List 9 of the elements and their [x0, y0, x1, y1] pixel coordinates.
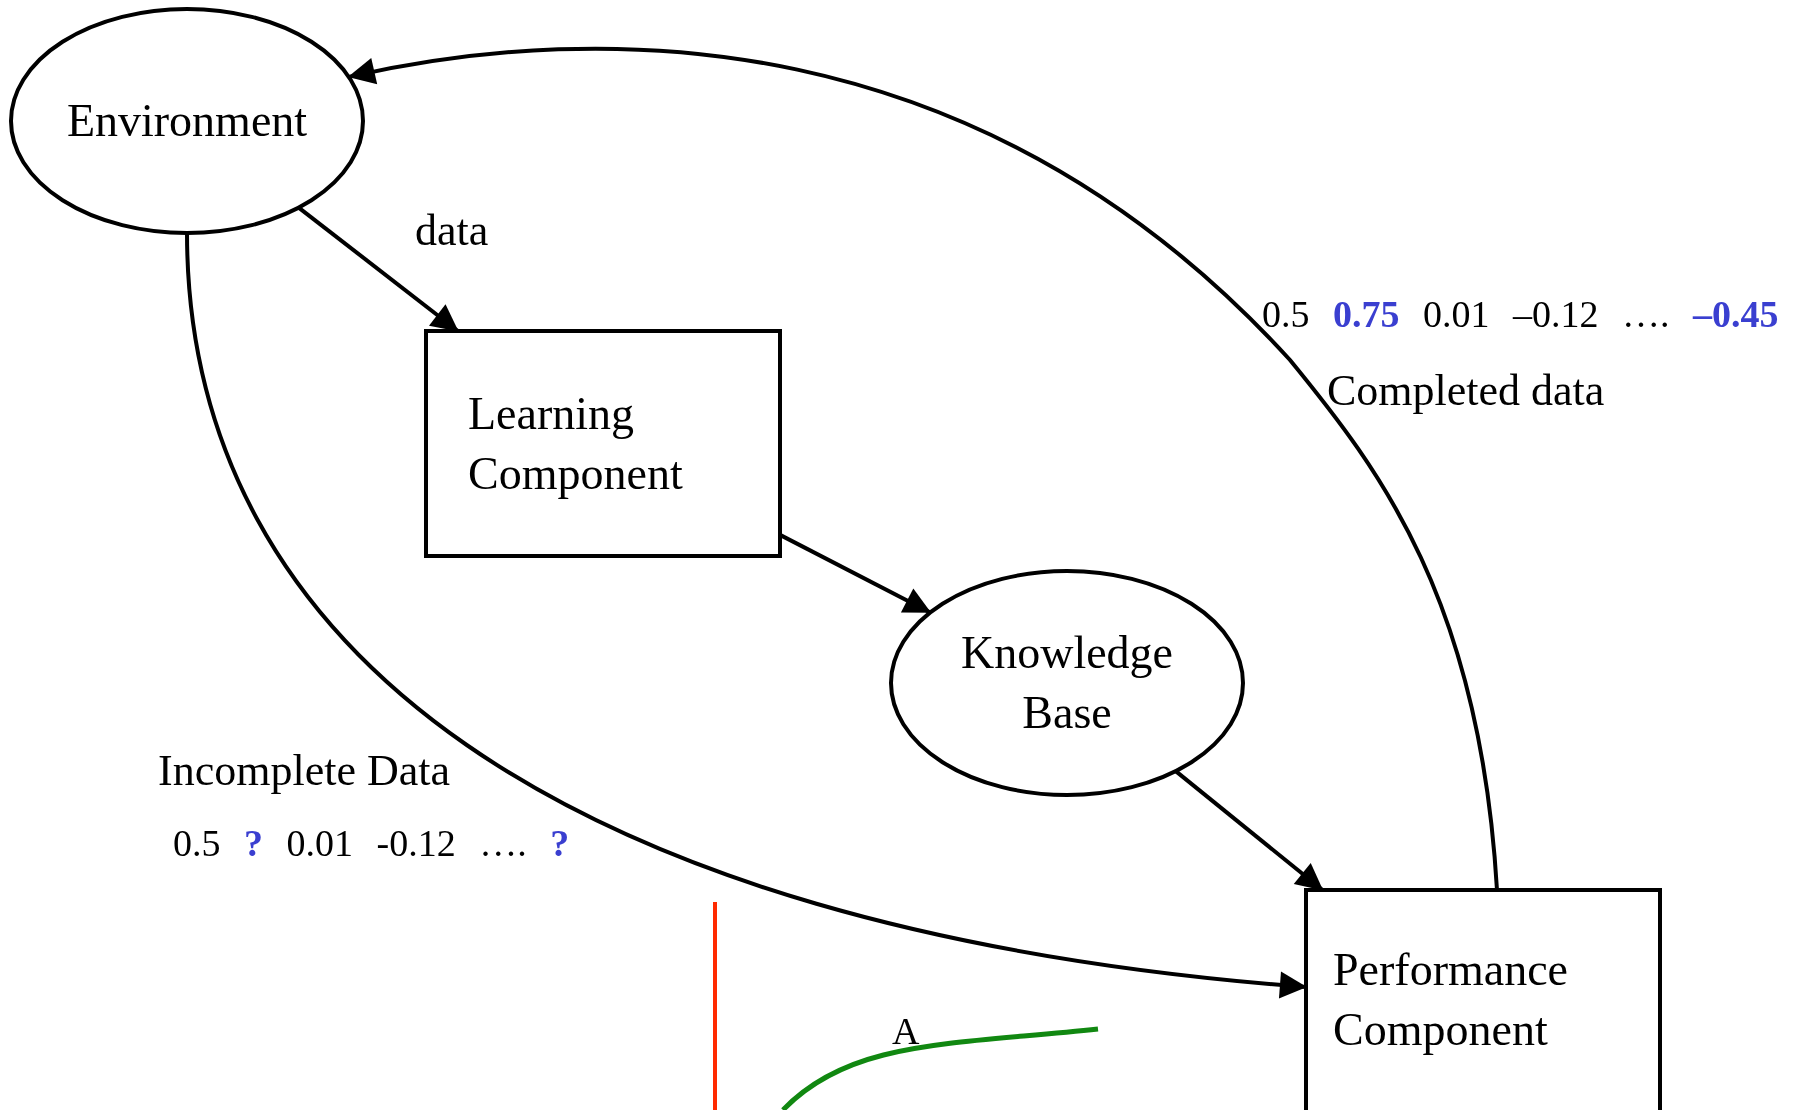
data-values: 0.5 0.75 0.01 –0.12 …. –0.45 [1262, 293, 1779, 337]
annotation-text: Incomplete Data [158, 746, 450, 797]
curve-label: A [892, 1010, 920, 1054]
node-label: Performance Component [1333, 943, 1569, 1057]
node-label: Environment [66, 94, 308, 149]
data-values: 0.5 ? 0.01 -0.12 …. ? [173, 822, 570, 866]
node-label: Knowledge Base [959, 626, 1175, 740]
node-label: Learning Component [468, 386, 684, 501]
annotation-text: Completed data [1327, 366, 1605, 417]
